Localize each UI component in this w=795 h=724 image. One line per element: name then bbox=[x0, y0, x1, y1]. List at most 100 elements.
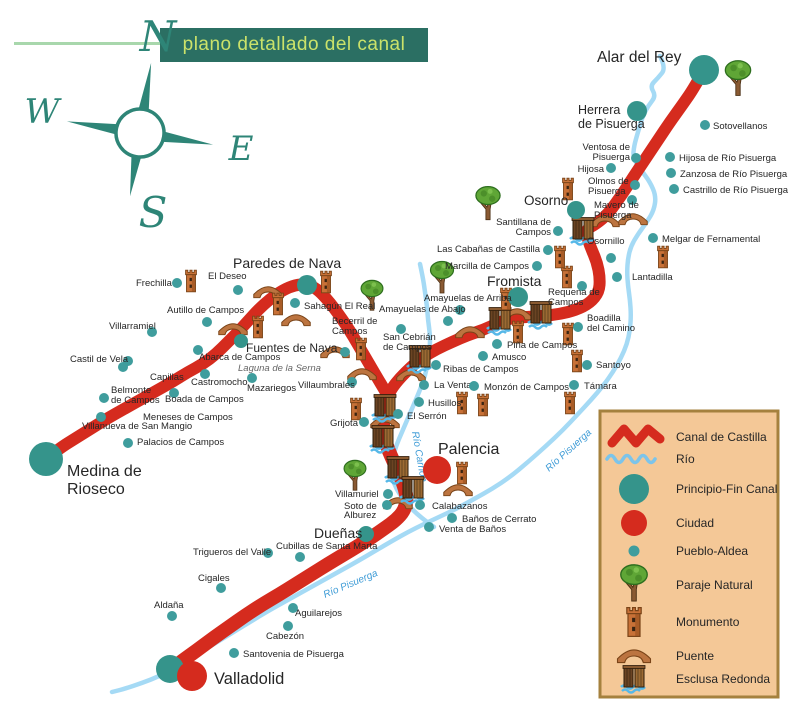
bridge-icon bbox=[590, 215, 620, 228]
village-dot bbox=[283, 621, 293, 631]
village-label: Hijosa de Río Pisuerga bbox=[679, 153, 777, 164]
monument-icon bbox=[456, 461, 468, 485]
village-dot bbox=[396, 324, 406, 334]
lock-icon bbox=[406, 345, 432, 374]
lock-icon bbox=[527, 301, 553, 330]
monument-icon bbox=[477, 393, 489, 417]
bridge-icon bbox=[618, 213, 648, 226]
village-label: Villaumbrales bbox=[298, 380, 355, 391]
village-dot bbox=[193, 345, 203, 355]
village-dot bbox=[96, 412, 106, 422]
legend-label: Pueblo-Aldea bbox=[676, 544, 748, 558]
village-label: Osornillo bbox=[587, 236, 625, 247]
lock-icon bbox=[384, 456, 410, 485]
village-label: Santoyo bbox=[596, 360, 631, 371]
lock-icon bbox=[399, 476, 425, 505]
village-label: Amayuelas de Arriba bbox=[424, 293, 512, 304]
village-label: del Camino bbox=[587, 323, 635, 334]
village-label: Pisuerga bbox=[594, 210, 632, 221]
lock-icon bbox=[620, 665, 646, 694]
village-dot bbox=[414, 397, 424, 407]
legend-item: Monumento bbox=[626, 606, 740, 638]
legend-label: Río bbox=[676, 452, 695, 466]
village-dot bbox=[419, 380, 429, 390]
village-label: Trigueros del Valle bbox=[193, 547, 271, 558]
village-label: La Venta bbox=[434, 380, 472, 391]
village-dot bbox=[424, 522, 434, 532]
village-dot bbox=[630, 180, 640, 190]
tree-icon bbox=[343, 459, 367, 491]
tree-icon bbox=[475, 185, 501, 221]
river-label: Río Pisuerga bbox=[544, 427, 595, 474]
village-dot bbox=[123, 438, 133, 448]
monument-icon bbox=[657, 245, 669, 269]
bridge-icon bbox=[281, 314, 311, 327]
village-label: Capillas bbox=[150, 372, 184, 383]
village-label: Monzón de Campos bbox=[484, 382, 569, 393]
monument-icon bbox=[252, 315, 264, 339]
village-label: Meneses de Campos bbox=[143, 412, 233, 423]
tree-icon bbox=[360, 279, 384, 311]
village-dot bbox=[666, 168, 676, 178]
village-dot bbox=[627, 195, 637, 205]
bridge-icon bbox=[443, 484, 473, 497]
lock-icon bbox=[369, 425, 395, 454]
village-label: Frechilla bbox=[136, 278, 173, 289]
town-circle bbox=[627, 101, 647, 121]
village-dot bbox=[393, 409, 403, 419]
village-label: Belmonte bbox=[111, 385, 151, 396]
village-label: Husillos bbox=[428, 398, 462, 409]
village-label: Villanueva de San Mangio bbox=[82, 421, 192, 432]
village-dot bbox=[669, 184, 679, 194]
legend-label: Principio-Fin Canal bbox=[676, 482, 777, 496]
village-dot bbox=[606, 253, 616, 263]
compass-ring bbox=[114, 107, 166, 159]
legend-item: Esclusa Redonda bbox=[620, 665, 770, 694]
village-label: Campos bbox=[332, 326, 368, 337]
lock-icon bbox=[371, 394, 397, 423]
village-label: Lantadilla bbox=[632, 272, 673, 283]
legend-label: Canal de Castilla bbox=[676, 430, 767, 444]
legend-item: Puente bbox=[616, 649, 714, 664]
city-label: Palencia bbox=[438, 441, 499, 458]
legend-label: Esclusa Redonda bbox=[676, 672, 770, 686]
village-label: Castrillo de Río Pisuerga bbox=[683, 185, 789, 196]
monument-icon bbox=[456, 391, 468, 415]
village-label: El Deseo bbox=[208, 271, 247, 282]
village-label: Támara bbox=[584, 381, 617, 392]
village-label: Boada de Campos bbox=[165, 394, 244, 405]
town-circle bbox=[234, 334, 248, 348]
legend-label: Monumento bbox=[676, 615, 740, 629]
village-dot bbox=[543, 245, 553, 255]
village-label: Requena de bbox=[548, 287, 600, 298]
bridge-icon bbox=[616, 649, 652, 664]
monument-icon bbox=[561, 265, 573, 289]
village-dot bbox=[573, 322, 583, 332]
village-label: Villamuriel bbox=[335, 489, 379, 500]
canal-path bbox=[40, 278, 394, 465]
village-label: Castil de Vela bbox=[70, 354, 129, 365]
village-dot bbox=[532, 261, 542, 271]
village-label: Campos bbox=[548, 297, 584, 308]
legend-endpoint-icon bbox=[619, 474, 649, 504]
town-label: Paredes de Nava bbox=[233, 255, 341, 271]
village-label: Venta de Baños bbox=[439, 524, 506, 535]
village-dot bbox=[631, 153, 641, 163]
village-label: Ventosa de bbox=[582, 142, 630, 153]
monument-icon bbox=[562, 322, 574, 346]
monument-icon bbox=[512, 320, 524, 344]
endpoint-label: Alar del Rey bbox=[597, 49, 682, 66]
monument-icon bbox=[355, 337, 367, 361]
village-dot bbox=[216, 583, 226, 593]
village-label: Castromocho bbox=[191, 377, 248, 388]
lake-label: Laguna de la Serna bbox=[238, 363, 321, 374]
village-dot bbox=[455, 305, 465, 315]
monument-icon bbox=[350, 397, 362, 421]
legend-item: Principio-Fin Canal bbox=[619, 474, 777, 504]
endpoint-label: Medina de bbox=[67, 463, 142, 480]
village-dot bbox=[172, 278, 182, 288]
village-label: Melgar de Fernamental bbox=[662, 234, 760, 245]
village-dot bbox=[290, 298, 300, 308]
monument-icon bbox=[185, 269, 197, 293]
